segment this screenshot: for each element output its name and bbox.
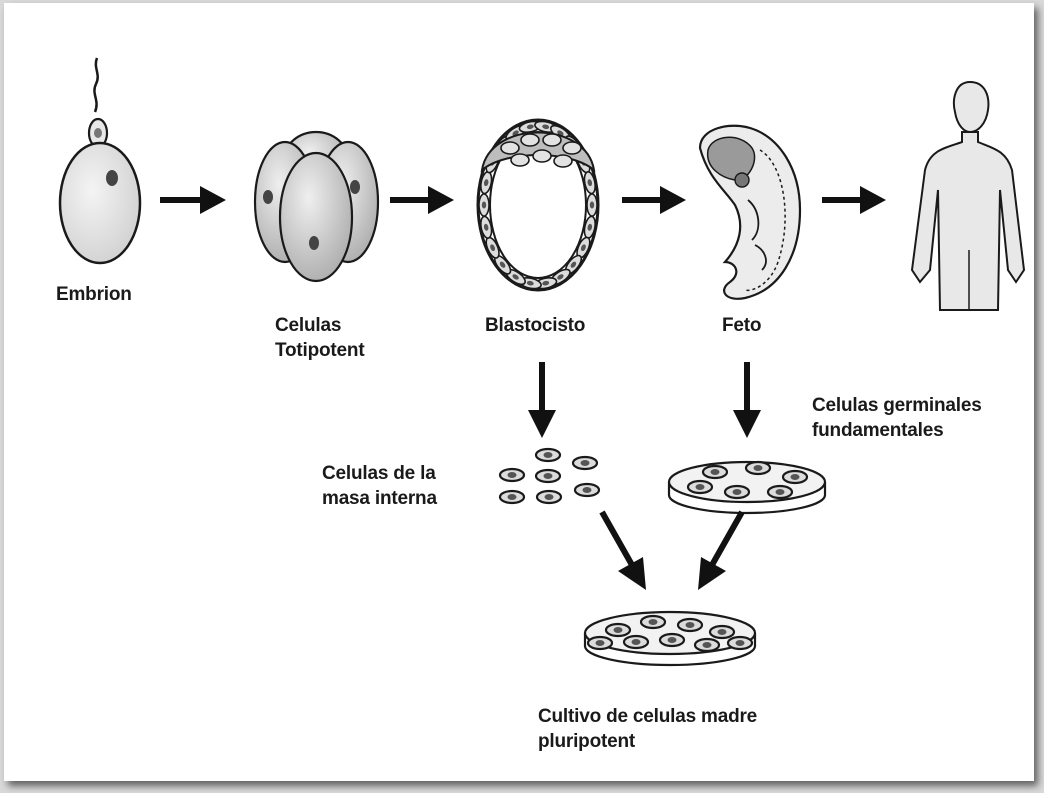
arrow-germinal-to-culture [698,512,742,590]
sperm-egg-icon [60,58,140,263]
label-blastocisto: Blastocisto [485,313,585,338]
arrow-feto-to-human [822,186,886,214]
label-inner-mass: Celulas de la masa interna [322,461,437,511]
label-inner-mass-line2: masa interna [322,486,437,511]
arrow-feto-down [733,362,761,438]
inner-cell-mass-icon [500,449,599,503]
label-feto-text: Feto [722,313,761,338]
label-embrion: Embrion [56,282,132,307]
label-culture-line1: Cultivo de celulas madre [538,704,757,729]
label-totipotent-line1: Celulas [275,313,364,338]
label-inner-mass-line1: Celulas de la [322,461,437,486]
arrow-blastocisto-to-feto [622,186,686,214]
fetus-icon [700,126,800,299]
arrow-totipotent-to-blastocisto [390,186,454,214]
trophoblast-nucleus [590,202,594,209]
arrow-inner-mass-to-culture [602,512,646,590]
label-blastocisto-text: Blastocisto [485,313,585,338]
totipotent-cells-icon [255,132,378,281]
label-feto: Feto [722,313,761,338]
arrow-blastocisto-down [528,362,556,438]
petri-dish-icon [585,612,755,665]
petri-dish-icon [669,462,825,513]
label-culture: Cultivo de celulas madre pluripotent [538,704,757,754]
arrow-embrion-to-totipotent [160,186,226,214]
trophoblast-nucleus [482,202,486,209]
blastocyst-icon [478,120,598,291]
label-totipotent: Celulas Totipotent [275,313,364,363]
human-figure-icon [912,82,1024,310]
label-germinal-line1: Celulas germinales [812,393,982,418]
label-culture-line2: pluripotent [538,729,757,754]
label-embrion-text: Embrion [56,282,132,307]
label-germinal: Celulas germinales fundamentales [812,393,982,443]
label-germinal-line2: fundamentales [812,418,982,443]
label-totipotent-line2: Totipotent [275,338,364,363]
